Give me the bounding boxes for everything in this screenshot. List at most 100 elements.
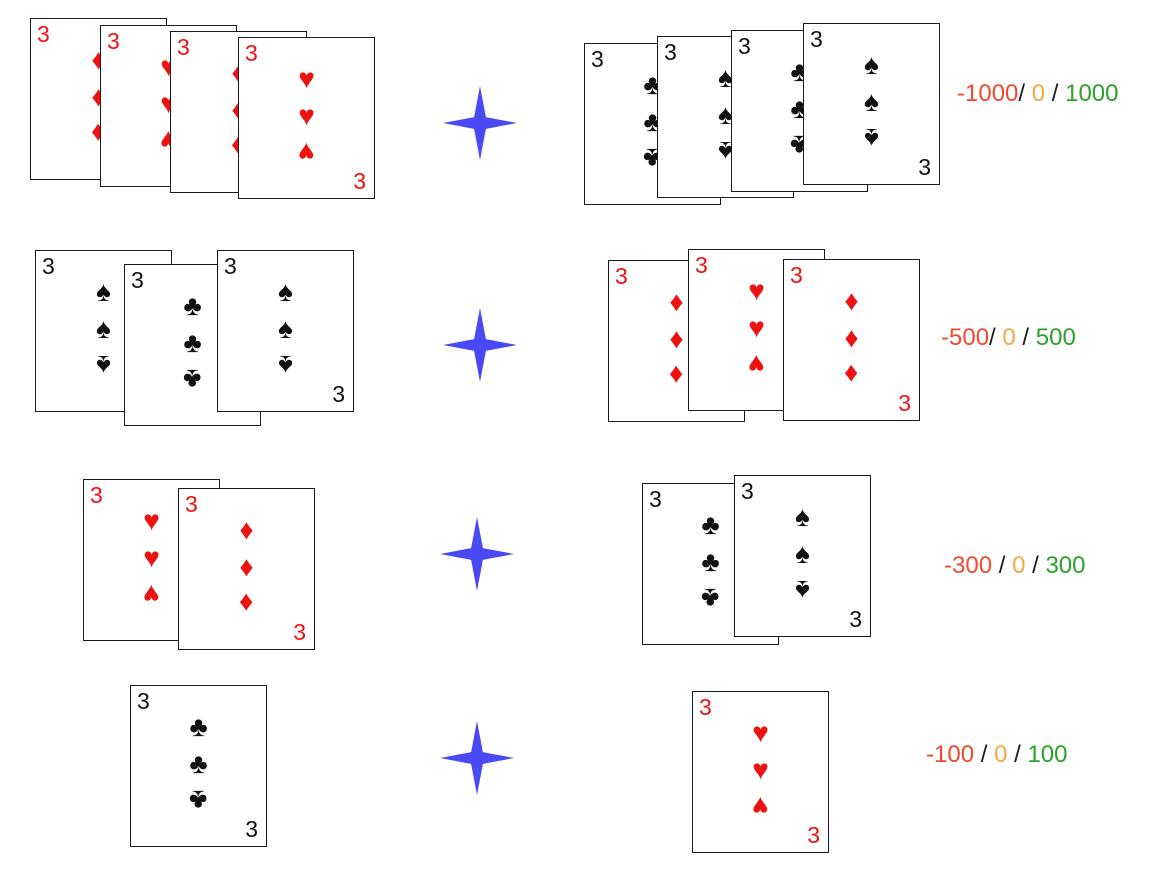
card-rank-index: 3 [224,253,237,279]
card-rank-index: 3 [695,252,708,278]
card-pips: ♥♥♥ [689,272,824,383]
card-rank-index: 3 [738,33,751,59]
spade-pip-icon: ♠ [864,86,879,117]
card-rank-index: 3 [615,263,628,289]
heart-pip-icon: ♥ [752,717,769,748]
card-rank-index: 3 [131,267,144,293]
card-pips: ♠ ♠ ♠ [36,273,171,384]
card-pips: ♥ ♥ ♥ [239,60,374,171]
score-positive: 500 [1035,324,1076,351]
card-rank-index-bottom: 3 [353,168,366,194]
card-rank-index: 3 [107,28,120,54]
score-separator: / [1018,80,1026,107]
card-pips: ♥♥♥ [84,502,219,613]
club-pip-icon: ♣ [189,748,208,779]
four-point-star-icon [443,308,517,382]
card-pips: ♦♦♦ [179,511,314,622]
spade-pip-icon: ♠ [864,123,879,154]
playing-card-3-of-spades: 3♠♠♠3 [734,475,871,637]
score-zero: 0 [994,741,1008,768]
heart-pip-icon: ♥ [143,579,160,610]
heart-pip-icon: ♥ [143,505,160,536]
card-rank-index: 3 [790,262,803,288]
card-pips: ♠ ♠ ♠ [804,46,939,157]
spade-pip-icon: ♠ [96,313,111,344]
diamond-pip-icon: ♦ [669,286,684,317]
card-rank-index: 3 [37,21,50,47]
card-rank-index-bottom: 3 [849,606,862,632]
club-pip-icon: ♣ [189,711,208,742]
heart-pip-icon: ♥ [298,100,315,131]
card-pips: ♠♠♠ [218,273,353,384]
playing-card-3-of-spades: 3 ♠ ♠ ♠ 3 [803,23,940,185]
card-pips: ♠♠♠ [658,59,793,170]
four-point-star-icon [443,86,517,160]
club-pip-icon: ♣ [701,509,720,540]
heart-pip-icon: ♥ [298,63,315,94]
spade-pip-icon: ♠ [864,49,879,80]
card-pips: ♥♥♥ [693,714,828,825]
club-pip-icon: ♣ [701,583,720,614]
playing-card-3-of-spades: 3♠♠♠3 [217,250,354,412]
card-pips: ♣ ♣ ♣ [131,708,266,819]
spade-pip-icon: ♠ [96,350,111,381]
score-negative: -1000 [957,80,1019,107]
score-separator: / [1051,80,1059,107]
spade-pip-icon: ♠ [795,575,810,606]
score-separator: / [1014,741,1021,768]
card-rank-index-bottom: 3 [245,816,258,842]
heart-pip-icon: ♥ [752,754,769,785]
heart-pip-icon: ♥ [298,137,315,168]
diamond-pip-icon: ♦ [239,514,254,545]
score-zero: 0 [1002,324,1016,351]
card-rank-index: 3 [649,486,662,512]
diamond-pip-icon: ♦ [239,551,254,582]
card-pips: ♠♠♠ [735,498,870,609]
score-positive: 100 [1027,741,1068,768]
spade-pip-icon: ♠ [278,276,293,307]
club-pip-icon: ♣ [701,546,720,577]
card-rank-index: 3 [741,478,754,504]
score-separator: / [1032,552,1039,579]
card-rank-index: 3 [42,253,55,279]
card-rank-index-bottom: 3 [293,619,306,645]
diamond-pip-icon: ♦ [844,359,859,390]
card-pips: ♦ ♦ ♦ [609,283,744,394]
four-point-star-icon [440,517,514,591]
heart-pip-icon: ♥ [748,275,765,306]
card-rank-index: 3 [137,688,150,714]
diamond-pip-icon: ♦ [844,285,859,316]
spade-pip-icon: ♠ [795,501,810,532]
spade-pip-icon: ♠ [96,276,111,307]
playing-card-3-of-diamonds: 3♦♦♦3 [178,488,315,650]
club-pip-icon: ♣ [189,785,208,816]
spade-pip-icon: ♠ [278,350,293,381]
score-separator: / [1022,324,1030,351]
diamond-pip-icon: ♦ [669,360,684,391]
score-negative: -500 [941,324,990,351]
card-rank-index: 3 [664,39,677,65]
score-negative: -100 [926,741,975,768]
score-separator: / [998,552,1006,579]
score-separator: / [980,741,988,768]
spade-pip-icon: ♠ [718,99,733,130]
playing-card-3-of-hearts: 3 ♥ ♥ ♥ 3 [238,37,375,199]
score-negative: -300 [944,552,993,579]
playing-card-3-of-hearts: 3♥♥♥3 [692,691,829,853]
playing-card-3-of-clubs: 3 ♣ ♣ ♣ 3 [130,685,267,847]
diamond-pip-icon: ♦ [669,323,684,354]
card-rank-index: 3 [591,46,604,72]
score-zero: 0 [1031,80,1046,107]
card-rank-index-bottom: 3 [332,381,345,407]
score-range: -1000/ 0 / 1000 [957,80,1119,108]
card-rank-index-bottom: 3 [918,154,931,180]
card-rank-index: 3 [245,40,258,66]
card-rank-index: 3 [699,694,712,720]
score-zero: 0 [1012,552,1026,579]
score-range: -500/ 0 / 500 [941,324,1076,352]
score-range: -300 / 0 / 300 [944,552,1085,580]
card-pips: ♦♦♦ [784,282,919,393]
card-rank-index: 3 [810,26,823,52]
card-rank-index-bottom: 3 [807,822,820,848]
card-pips: ♣ ♣ ♣ [643,506,778,617]
